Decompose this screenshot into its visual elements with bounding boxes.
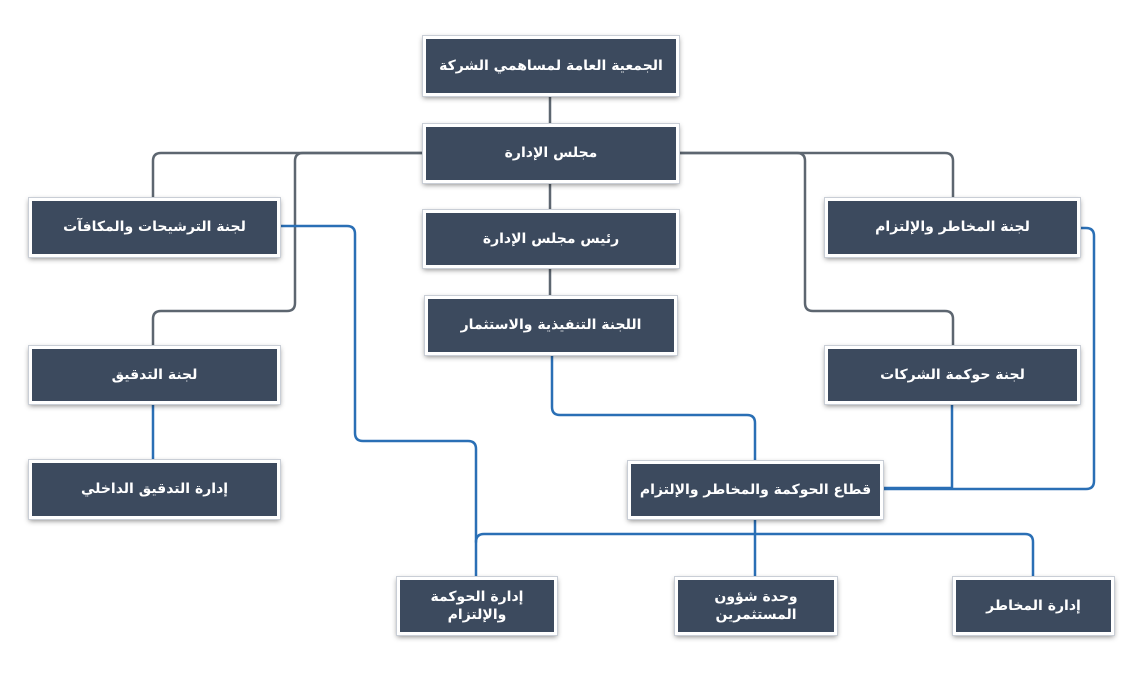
line-board-to-nominations (151, 151, 425, 200)
general-assembly-box: الجمعية العامة لمساهمي الشركة (422, 35, 680, 97)
grc-sector-box: قطاع الحوكمة والمخاطر والإلتزام (627, 460, 884, 520)
investor-unit-box: وحدة شؤون المستثمرين (674, 576, 838, 636)
line-board-to-risk-committee (676, 151, 955, 200)
line-governance-committee-to-grc (881, 402, 954, 490)
internal-audit-box: إدارة التدقيق الداخلي (28, 459, 281, 520)
chairman-box: رئيس مجلس الإدارة (422, 209, 680, 269)
audit-committee-box: لجنة التدقيق (28, 345, 281, 405)
governance-dept-box: إدارة الحوكمة والإلتزام (396, 576, 558, 636)
governance-committee-box: لجنة حوكمة الشركات (824, 345, 1081, 405)
line-board-to-governance-committee (676, 151, 955, 348)
board-box: مجلس الإدارة (422, 123, 680, 184)
line-board-to-audit (151, 151, 425, 348)
line-grc-to-departments (474, 517, 1035, 579)
nominations-committee-box: لجنة الترشيحات والمكافآت (28, 197, 281, 258)
executive-committee-box: اللجنة التنفيذية والاستثمار (424, 295, 678, 356)
line-nominations-to-governance-dept (278, 224, 478, 579)
risk-compliance-committee-box: لجنة المخاطر والإلتزام (824, 197, 1081, 258)
risk-dept-box: إدارة المخاطر (952, 576, 1115, 636)
line-risk-committee-to-grc (881, 226, 1096, 491)
line-executive-to-grc (550, 353, 757, 463)
